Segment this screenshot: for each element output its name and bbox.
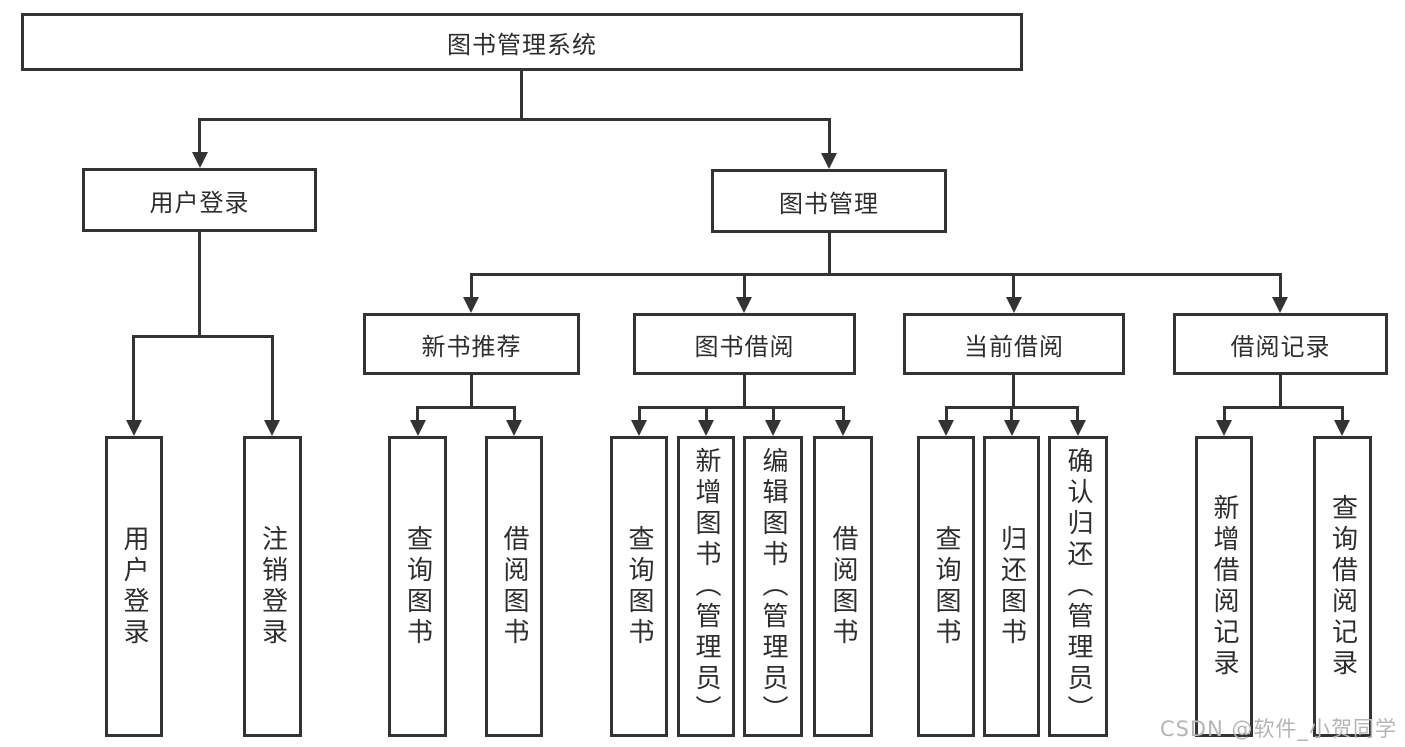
connector-line: [1012, 375, 1015, 408]
leaf-current-return-label: 归还图书: [996, 524, 1027, 649]
connector-line: [772, 406, 775, 422]
leaf-borrow-query: 查询图书: [610, 436, 668, 737]
leaf-borrow-borrow: 借阅图书: [813, 436, 873, 737]
connector-line: [416, 406, 516, 409]
connector-line: [842, 406, 845, 422]
connector-line: [198, 118, 830, 121]
leaf-newbooks-borrow: 借阅图书: [485, 436, 543, 737]
leaf-borrow-borrow-label: 借阅图书: [828, 524, 858, 649]
connector-line: [743, 273, 746, 299]
arrow-down-icon: [1004, 420, 1020, 436]
arrow-down-icon: [410, 420, 426, 436]
connector-line: [271, 335, 274, 422]
connector-line: [638, 406, 641, 422]
connector-line: [132, 335, 135, 422]
arrow-down-icon: [736, 297, 752, 313]
connector-line: [198, 118, 201, 155]
node-user-login-label: 用户登录: [149, 188, 250, 217]
connector-line: [1010, 406, 1013, 422]
node-user-login: 用户登录: [82, 168, 317, 232]
node-new-books: 新书推荐: [363, 313, 580, 375]
arrow-down-icon: [698, 420, 714, 436]
node-borrow-records: 借阅记录: [1173, 313, 1388, 375]
leaf-borrow-add-admin: 新增图书（管理员）: [677, 436, 735, 737]
node-current-borrow-label: 当前借阅: [964, 332, 1064, 361]
node-book-borrow: 图书借阅: [633, 313, 856, 375]
connector-line: [416, 406, 419, 422]
arrow-down-icon: [192, 152, 208, 168]
leaf-current-confirm-admin-label: 确认归还（管理员）: [1063, 447, 1093, 726]
leaf-borrow-edit-admin: 编辑图书（管理员）: [743, 436, 803, 737]
connector-line: [1279, 375, 1282, 408]
leaf-records-query-label: 查询借阅记录: [1327, 493, 1358, 680]
node-root-label: 图书管理系统: [447, 30, 597, 59]
connector-line: [705, 406, 708, 422]
leaf-newbooks-borrow-label: 借阅图书: [499, 524, 529, 649]
arrow-down-icon: [1070, 420, 1086, 436]
connector-line: [1076, 406, 1079, 422]
arrow-down-icon: [264, 420, 280, 436]
connector-line: [1223, 406, 1226, 422]
leaf-borrow-query-label: 查询图书: [624, 524, 654, 649]
connector-line: [828, 118, 831, 156]
connector-line: [1341, 406, 1344, 422]
connector-line: [198, 232, 201, 337]
connector-line: [1223, 406, 1342, 409]
node-book-mgmt-label: 图书管理: [779, 189, 879, 218]
node-current-borrow: 当前借阅: [903, 313, 1125, 375]
connector-line: [1279, 273, 1282, 299]
arrow-down-icon: [821, 153, 837, 169]
connector-line: [470, 273, 1281, 276]
leaf-records-query: 查询借阅记录: [1313, 436, 1372, 737]
node-root: 图书管理系统: [21, 13, 1023, 71]
arrow-down-icon: [463, 297, 479, 313]
node-book-mgmt: 图书管理: [711, 169, 947, 233]
node-new-books-label: 新书推荐: [421, 332, 522, 361]
leaf-newbooks-query-label: 查询图书: [402, 524, 433, 649]
leaf-records-add-label: 新增借阅记录: [1209, 493, 1239, 680]
connector-line: [132, 335, 274, 338]
connector-line: [470, 375, 473, 408]
csdn-watermark: CSDN @软件_小贺同学: [1159, 717, 1397, 741]
leaf-user-login: 用户登录: [105, 436, 163, 737]
arrow-down-icon: [835, 420, 851, 436]
arrow-down-icon: [506, 420, 522, 436]
connector-line: [1012, 273, 1015, 299]
connector-line: [513, 406, 516, 422]
connector-line: [945, 406, 948, 422]
arrow-down-icon: [1272, 297, 1288, 313]
leaf-current-query: 查询图书: [917, 436, 975, 737]
leaf-current-confirm-admin: 确认归还（管理员）: [1048, 436, 1108, 737]
leaf-current-return: 归还图书: [983, 436, 1040, 737]
leaf-records-add: 新增借阅记录: [1195, 436, 1253, 737]
arrow-down-icon: [631, 420, 647, 436]
arrow-down-icon: [1006, 297, 1022, 313]
leaf-borrow-add-admin-label: 新增图书（管理员）: [691, 447, 721, 726]
arrow-down-icon: [938, 420, 954, 436]
connector-line: [638, 406, 844, 409]
leaf-user-logout-label: 注销登录: [257, 524, 288, 649]
arrow-down-icon: [1216, 420, 1232, 436]
leaf-user-login-label: 用户登录: [119, 524, 149, 649]
connector-line: [743, 375, 746, 408]
arrow-down-icon: [1334, 420, 1350, 436]
leaf-user-logout: 注销登录: [243, 436, 302, 737]
leaf-borrow-edit-admin-label: 编辑图书（管理员）: [758, 447, 788, 726]
connector-line: [828, 233, 831, 276]
connector-line: [470, 273, 473, 299]
arrow-down-icon: [765, 420, 781, 436]
node-book-borrow-label: 图书借阅: [694, 332, 795, 361]
leaf-current-query-label: 查询图书: [931, 524, 961, 649]
arrow-down-icon: [126, 420, 142, 436]
connector-line: [520, 70, 523, 120]
node-borrow-records-label: 借阅记录: [1230, 332, 1331, 361]
leaf-newbooks-query: 查询图书: [388, 436, 447, 737]
